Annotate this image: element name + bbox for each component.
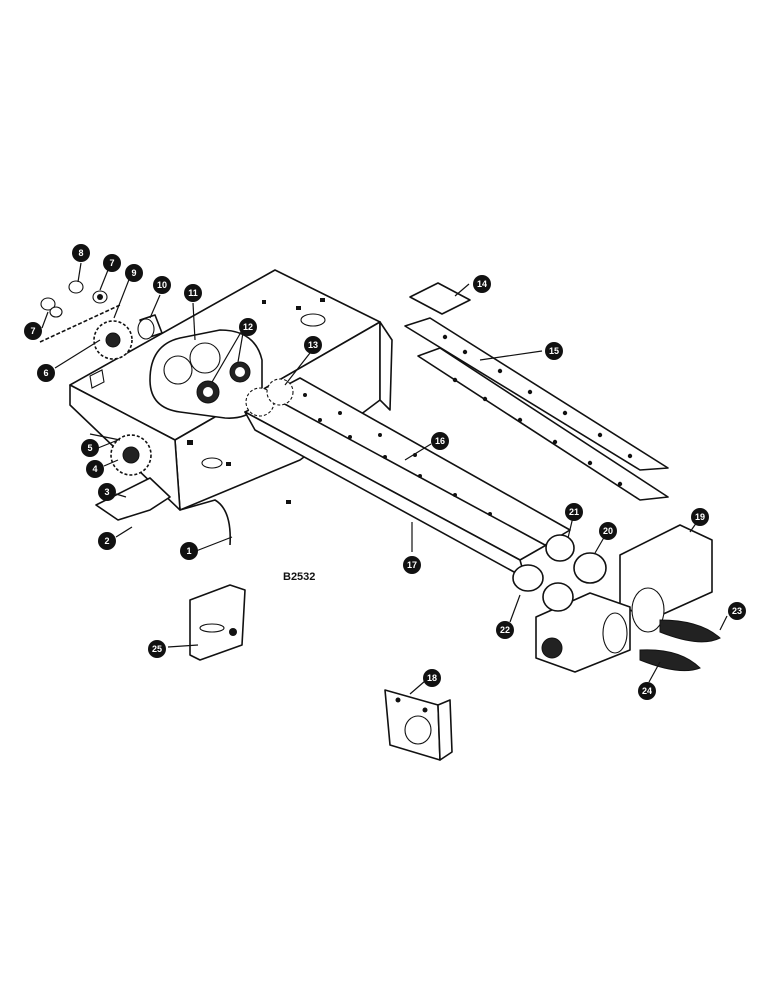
svg-text:14: 14 [477, 279, 487, 289]
callout-3: 3 [98, 483, 116, 501]
svg-text:20: 20 [603, 526, 613, 536]
svg-text:7: 7 [109, 258, 114, 268]
svg-text:9: 9 [131, 268, 136, 278]
svg-text:15: 15 [549, 346, 559, 356]
callout-4: 4 [86, 460, 104, 478]
callout-6: 6 [37, 364, 55, 382]
svg-text:21: 21 [569, 507, 579, 517]
svg-text:18: 18 [427, 673, 437, 683]
callout-8: 8 [72, 244, 90, 262]
svg-text:13: 13 [308, 340, 318, 350]
svg-text:1: 1 [186, 546, 191, 556]
svg-text:12: 12 [243, 322, 253, 332]
bearing-plate [149, 329, 263, 419]
callout-7-top: 7 [103, 254, 121, 272]
callout-16: 16 [431, 432, 449, 450]
callout-7-left: 7 [24, 322, 42, 340]
leader-lines [41, 262, 728, 695]
svg-text:7: 7 [30, 326, 35, 336]
upper-sprocket-chain [39, 280, 163, 360]
callout-15: 15 [545, 342, 563, 360]
svg-text:19: 19 [695, 512, 705, 522]
callout-13: 13 [304, 336, 322, 354]
svg-text:8: 8 [78, 248, 83, 258]
callout-24: 24 [638, 682, 656, 700]
svg-text:6: 6 [43, 368, 48, 378]
callout-12: 12 [239, 318, 257, 336]
svg-text:17: 17 [407, 560, 417, 570]
svg-text:16: 16 [435, 436, 445, 446]
callout-11: 11 [184, 284, 202, 302]
svg-text:3: 3 [104, 487, 109, 497]
svg-text:22: 22 [500, 625, 510, 635]
callout-23: 23 [728, 602, 746, 620]
bearing-housings [512, 524, 721, 673]
callout-18: 18 [423, 669, 441, 687]
callout-5: 5 [81, 439, 99, 457]
bracket-25 [189, 584, 246, 661]
svg-text:11: 11 [188, 288, 198, 298]
callout-19: 19 [691, 508, 709, 526]
callout-14: 14 [473, 275, 491, 293]
callout-1: 1 [180, 542, 198, 560]
shaft-assembly [244, 377, 571, 579]
callout-10: 10 [153, 276, 171, 294]
svg-text:23: 23 [732, 606, 742, 616]
svg-text:4: 4 [92, 464, 97, 474]
bracket-18 [384, 689, 453, 761]
rail-assembly [404, 282, 669, 501]
callout-22: 22 [496, 621, 514, 639]
svg-text:5: 5 [87, 443, 92, 453]
svg-text:25: 25 [152, 644, 162, 654]
svg-text:10: 10 [157, 280, 167, 290]
callout-2: 2 [98, 532, 116, 550]
callout-25: 25 [148, 640, 166, 658]
callout-9: 9 [125, 264, 143, 282]
svg-text:2: 2 [104, 536, 109, 546]
callout-20: 20 [599, 522, 617, 540]
lower-sprocket [89, 433, 171, 521]
svg-text:24: 24 [642, 686, 652, 696]
drawing-code: B2532 [283, 571, 315, 583]
callout-21: 21 [565, 503, 583, 521]
callout-17: 17 [403, 556, 421, 574]
